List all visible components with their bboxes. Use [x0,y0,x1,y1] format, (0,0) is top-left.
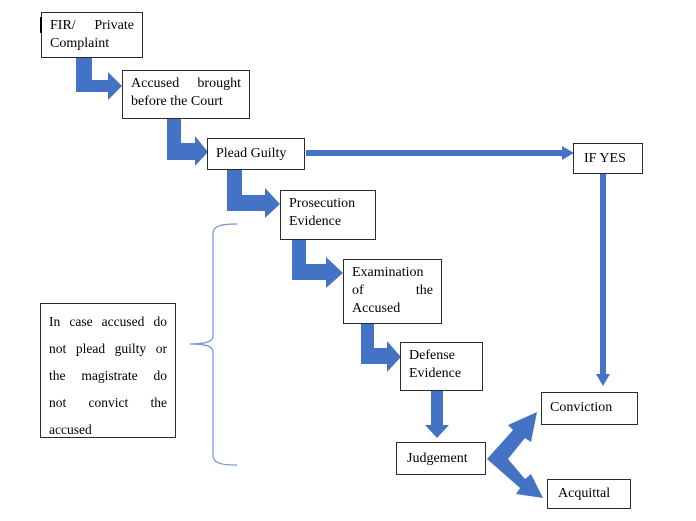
node-if-yes: IF YES [573,143,643,174]
note-line-1: In case accused do [49,314,167,329]
note-line-3: the magistrate do [49,368,167,383]
node-accused-line-1: Accused brought [131,76,241,91]
node-acquittal-line-1: Acquittal [558,486,611,501]
node-defense-line-1: Defense [409,348,455,363]
node-fir-private-complaint: FIR/ Private Complaint [41,12,143,58]
box-marker-left [40,17,42,33]
arrow-accused-to-plead [167,118,208,166]
node-judgement: Judgement [396,442,486,475]
node-prosecution-line-1: Prosecution [289,196,356,211]
arrow-ifyes-to-conviction [596,172,610,386]
arrow-plead-to-ifyes [306,146,574,160]
node-plead-guilty: Plead Guilty [207,138,305,170]
note-line-2: not plead guilty or [49,341,167,356]
curly-bracket [189,223,238,466]
node-accused-line-2: before the Court [131,94,223,109]
arrow-examination-to-defense [361,323,401,372]
node-examination-of-accused: Examination of the Accused [343,259,442,324]
node-examination-line-3: Accused [352,301,401,316]
arrow-plead-to-prosecution [227,168,280,218]
note-line-5: accused [49,422,92,437]
note-box: In case accused do not plead guilty or t… [40,303,176,438]
arrow-prosecution-to-examination [292,239,343,288]
node-examination-line-2: of the [352,283,433,298]
node-fir-line-1: FIR/ Private [50,18,134,33]
node-conviction: Conviction [541,392,638,425]
node-plead-line-1: Plead Guilty [216,146,287,161]
node-prosecution-line-2: Evidence [289,214,342,229]
node-fir-line-2: Complaint [50,36,110,51]
arrow-judgement-to-outcomes [487,412,543,498]
node-defense-line-2: Evidence [409,366,462,381]
node-examination-line-1: Examination [352,265,424,280]
arrow-fir-to-accused [76,56,122,100]
node-ifyes-line-1: IF YES [584,151,626,166]
node-defense-evidence: Defense Evidence [400,342,483,391]
node-acquittal: Acquittal [547,479,631,509]
node-judgement-line-1: Judgement [407,451,468,466]
note-line-4: not convict the [49,395,167,410]
node-accused-brought-before-court: Accused brought before the Court [122,70,250,119]
node-conviction-line-1: Conviction [550,400,613,415]
node-prosecution-evidence: Prosecution Evidence [280,190,376,240]
arrow-defense-to-judgement [425,390,449,438]
